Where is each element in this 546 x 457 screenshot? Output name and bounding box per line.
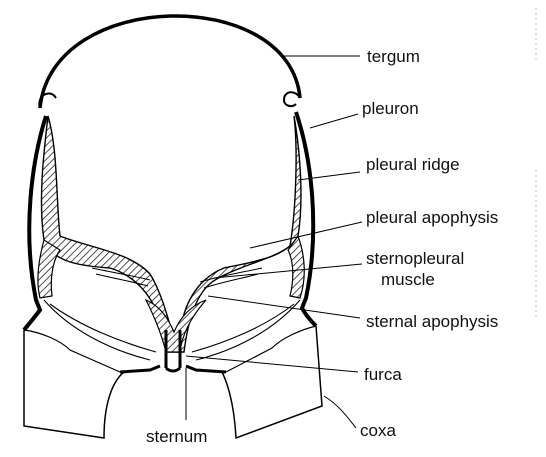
- left-inner-membrane: [44, 300, 150, 360]
- right-coxa-rim: [226, 326, 316, 372]
- left-sternal-plate: [120, 366, 160, 372]
- leader-coxa: [324, 396, 356, 428]
- label-pleural-apophysis: pleural apophysis: [366, 208, 498, 227]
- left-coxa-rim: [24, 330, 120, 372]
- leader-pleuron: [310, 114, 358, 128]
- label-pleuron: pleuron: [362, 99, 419, 118]
- label-sternal-apophysis: sternal apophysis: [366, 312, 498, 331]
- sternal-apophysis: [146, 300, 206, 352]
- right-sternal-plate: [186, 366, 226, 372]
- label-muscle: muscle: [381, 270, 435, 289]
- label-sternum: sternum: [146, 427, 207, 446]
- label-sternopleural: sternopleural: [366, 249, 464, 268]
- leader-pleural-ridge: [298, 172, 360, 180]
- label-furca: furca: [364, 365, 402, 384]
- leader-sternal-apophysis: [208, 296, 360, 318]
- right-coxa: [222, 326, 322, 438]
- left-pleural-lobe: [38, 240, 60, 298]
- right-pleural-ridge: [176, 116, 301, 352]
- tergum-outline: [40, 16, 300, 108]
- sternum-spine-tip: [166, 368, 180, 371]
- label-pleural-ridge: pleural ridge: [366, 155, 460, 174]
- left-inner-membrane: [50, 304, 156, 352]
- label-tergum: tergum: [367, 47, 420, 66]
- leader-pleural-apophysis: [250, 222, 362, 248]
- right-tergal-hook: [284, 92, 300, 106]
- right-inner-membrane: [196, 300, 300, 360]
- right-inner-membrane: [192, 304, 294, 352]
- label-coxa: coxa: [360, 421, 396, 440]
